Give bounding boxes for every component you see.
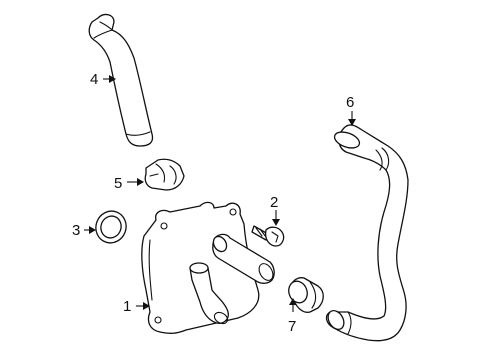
leader-7	[289, 298, 297, 312]
oil-cooler-part	[141, 201, 275, 334]
lower-hose-part	[325, 124, 409, 342]
leader-2	[272, 210, 280, 226]
callout-7: 7	[288, 318, 296, 335]
leader-1	[136, 302, 150, 310]
leader-5	[127, 178, 144, 186]
leader-6	[348, 111, 356, 126]
callout-5: 5	[114, 175, 122, 192]
upper-hose-part	[88, 13, 154, 147]
bolt-part	[251, 225, 285, 247]
callout-3: 3	[72, 222, 80, 239]
callout-1: 1	[123, 298, 131, 315]
callout-6: 6	[346, 94, 354, 111]
callout-4: 4	[90, 71, 98, 88]
leader-3	[84, 226, 96, 234]
o-ring-part	[95, 210, 127, 244]
leader-4	[103, 75, 116, 83]
callout-2: 2	[270, 194, 278, 211]
small-clamp-part	[288, 277, 324, 313]
hose-clip-part	[144, 158, 185, 191]
